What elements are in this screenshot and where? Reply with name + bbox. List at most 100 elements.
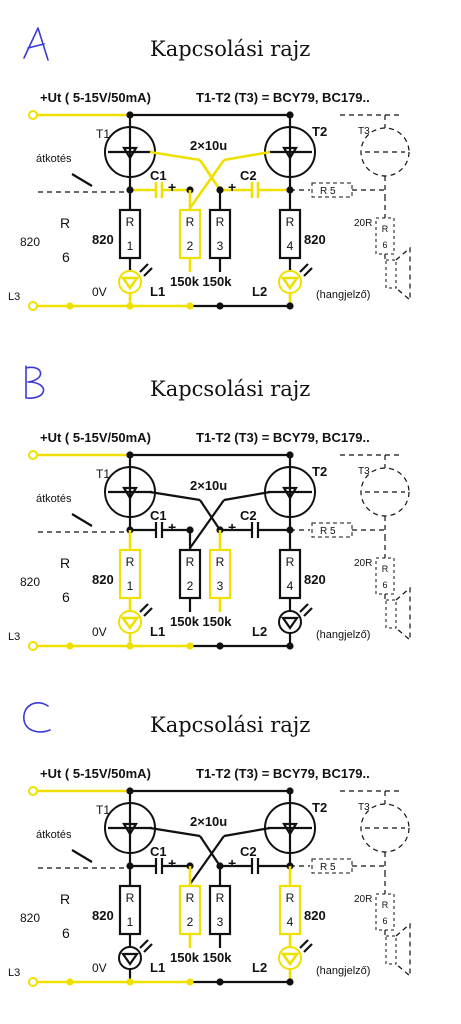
transistor-t3-label: T3 — [358, 802, 370, 813]
r4-label-r: R — [286, 555, 295, 569]
atkotes-arrow — [71, 849, 93, 863]
r5-label: R 5 — [320, 526, 336, 537]
supply-label: +Ut ( 5-15V/50mA) — [40, 766, 151, 781]
r6-value: 20R — [354, 218, 372, 229]
transistor-t2-label: T2 — [312, 124, 327, 139]
r3-label-r: R — [216, 555, 225, 569]
atkotes-arrow — [71, 173, 93, 187]
transistor-arrow — [282, 146, 298, 161]
cap-pair-label: 2×10u — [190, 478, 227, 493]
r4-value: 820 — [304, 232, 326, 247]
led-ray — [143, 267, 153, 277]
led-l2-diode — [280, 276, 300, 291]
cross-wire — [199, 835, 221, 867]
r2-label-r: R — [186, 215, 195, 229]
led-ray — [143, 607, 153, 617]
speaker-label: (hangjelző) — [316, 629, 370, 641]
r6-label-num: 6 — [382, 580, 387, 590]
speaker-box — [385, 935, 397, 965]
junction-dot — [216, 978, 224, 986]
c1-label: C1 — [150, 844, 167, 859]
speaker-label: (hangjelző) — [316, 289, 370, 301]
transistor-t3-label: T3 — [358, 466, 370, 477]
panel-letter-b — [25, 365, 45, 399]
led-ray — [303, 943, 313, 953]
led-l1-label: L1 — [150, 960, 165, 975]
cap-pair-label: 2×10u — [190, 138, 227, 153]
led-ray — [139, 603, 149, 613]
r1-label-num: 1 — [127, 915, 134, 929]
cross-wire — [189, 835, 225, 885]
r1-label-r: R — [126, 891, 135, 905]
zero-v-label: 0V — [92, 285, 107, 299]
cross-wire — [223, 490, 271, 502]
supply-label: +Ut ( 5-15V/50mA) — [40, 90, 151, 105]
led-l2-diode — [280, 952, 300, 967]
junction-dot — [186, 302, 194, 310]
atkotes-label: átkotés — [36, 493, 72, 505]
r6-label-r: R — [382, 564, 389, 574]
r-left-value: 820 — [20, 575, 40, 589]
cross-wire — [149, 826, 201, 838]
r1-label-num: 1 — [127, 579, 134, 593]
supply-terminal — [28, 450, 38, 460]
c2-label: C2 — [240, 508, 257, 523]
r4-label-num: 4 — [287, 239, 294, 253]
r-left-label: R — [60, 891, 70, 907]
led-l1-label: L1 — [150, 284, 165, 299]
r23-value: 150k 150k — [170, 274, 232, 289]
cross-wire — [223, 826, 271, 838]
led-l1-diode — [120, 276, 140, 291]
r-left-num: 6 — [62, 249, 70, 265]
led-ray — [299, 939, 309, 949]
transistor-spec: T1-T2 (T3) = BCY79, BC179.. — [196, 766, 370, 781]
r2-label-r: R — [186, 555, 195, 569]
cross-wire — [198, 159, 222, 191]
r6-label-num: 6 — [382, 240, 387, 250]
r1-label-num: 1 — [127, 239, 134, 253]
led-ray — [299, 263, 309, 273]
r-left-value: 820 — [20, 911, 40, 925]
r3-label-num: 3 — [217, 579, 224, 593]
r5-label: R 5 — [320, 186, 336, 197]
atkotes-arrow — [71, 513, 93, 527]
c1-plus: + — [168, 855, 176, 871]
transistor-arrow — [122, 486, 138, 501]
ground-terminal — [28, 301, 38, 311]
panel-letter-c — [23, 702, 51, 733]
transistor-t1-label: T1 — [96, 467, 110, 481]
r5-box — [311, 522, 353, 538]
transistor-arrow — [122, 822, 138, 837]
c1-plus: + — [168, 179, 176, 195]
panel-title: Kapcsolási rajz — [150, 713, 310, 737]
cross-wire — [199, 499, 221, 531]
zero-v-label: 0V — [92, 625, 107, 639]
panel-title: Kapcsolási rajz — [150, 37, 310, 61]
c1-label: C1 — [150, 508, 167, 523]
c2-plus: + — [228, 179, 236, 195]
led-ray — [303, 607, 313, 617]
r-left-label: R — [60, 555, 70, 571]
transistor-arrow — [282, 822, 298, 837]
r3-label-num: 3 — [217, 915, 224, 929]
junction-dot — [126, 302, 134, 310]
r4-label-r: R — [286, 891, 295, 905]
junction-dot — [66, 978, 74, 986]
r5-box — [311, 182, 353, 198]
r5-label: R 5 — [320, 862, 336, 873]
panel-letter-a — [23, 27, 49, 61]
transistor-t2-label: T2 — [312, 800, 327, 815]
transistor-t3-label: T3 — [358, 126, 370, 137]
r5-box — [311, 858, 353, 874]
speaker-box — [385, 599, 397, 629]
led-ray — [299, 603, 309, 613]
r2-label-num: 2 — [187, 915, 194, 929]
c1-label: C1 — [150, 168, 167, 183]
c2-label: C2 — [240, 168, 257, 183]
speaker-label: (hangjelző) — [316, 965, 370, 977]
r4-label-num: 4 — [287, 579, 294, 593]
led-l1-label: L1 — [150, 624, 165, 639]
cap-pair-label: 2×10u — [190, 814, 227, 829]
cross-wire — [149, 490, 201, 502]
